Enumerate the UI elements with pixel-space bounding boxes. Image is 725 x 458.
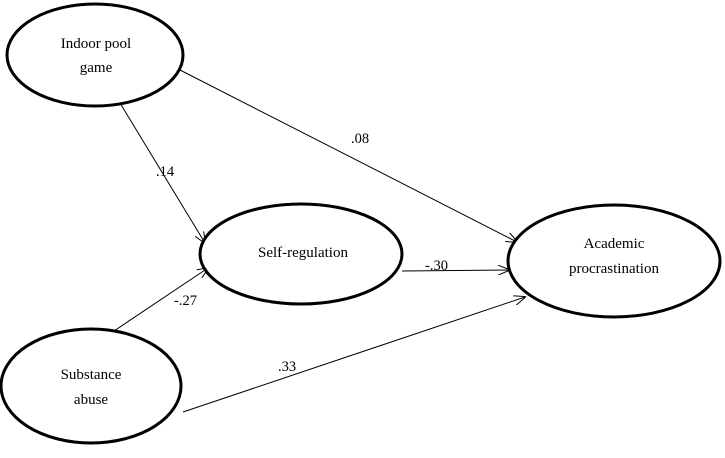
coefficient-substance-to-procrastination: .33 [278, 359, 296, 375]
node-self-regulation-label: Self-regulation [258, 245, 348, 261]
node-indoor-pool-game: Indoor pool game [5, 2, 185, 108]
node-indoor-pool-game-label-line1: Indoor pool [61, 36, 131, 52]
node-academic-procrastination: Academic procrastination [506, 203, 722, 319]
node-substance-abuse: Substance abuse [0, 327, 183, 445]
node-substance-abuse-shape [0, 327, 183, 445]
coefficient-substance-to-selfreg: -.27 [174, 293, 197, 309]
edge-pool-to-procrastination [179, 69, 517, 242]
node-indoor-pool-game-shape [5, 2, 185, 108]
node-academic-procrastination-shape [506, 203, 722, 319]
node-indoor-pool-game-label-line2: game [80, 60, 113, 76]
edge-pool-to-selfreg [119, 102, 205, 243]
coefficient-pool-to-selfreg: .14 [156, 164, 175, 180]
edge-substance-to-procrastination [182, 297, 525, 413]
node-self-regulation: Self-regulation [198, 202, 404, 306]
node-self-regulation-shape [198, 202, 404, 306]
edge-selfreg-to-procrastination [401, 270, 509, 271]
edge-substance-to-selfreg [104, 268, 208, 338]
node-substance-abuse-label-line2: abuse [74, 392, 108, 408]
node-academic-procrastination-label-line1: Academic [584, 236, 645, 252]
node-substance-abuse-label-line1: Substance [61, 367, 122, 383]
node-academic-procrastination-label-line2: procrastination [569, 261, 659, 277]
coefficient-selfreg-to-procrastination: -.30 [425, 258, 448, 274]
coefficient-pool-to-procrastination: .08 [351, 131, 369, 147]
